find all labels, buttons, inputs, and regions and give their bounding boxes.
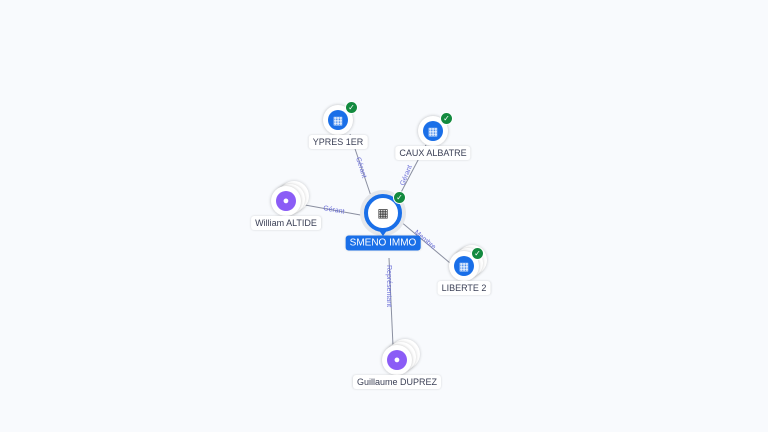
verified-check-icon: ✓ (471, 247, 484, 260)
building-icon: ▦ (328, 110, 348, 130)
building-icon: ▦ (423, 121, 443, 141)
center-company-node[interactable]: ▦ ✓ (364, 191, 406, 232)
node-label[interactable]: YPRES 1ER (308, 135, 368, 149)
company-node-liberte[interactable]: ▦✓ (449, 247, 484, 281)
edge-label: Gérant (354, 156, 367, 179)
company-node-ypres[interactable]: ▦✓ (323, 101, 358, 135)
building-icon: ▦ (377, 206, 389, 220)
edge-label: Représentant (385, 265, 392, 307)
verified-check-icon: ✓ (345, 101, 358, 114)
person-icon: ● (276, 191, 296, 211)
person-node-william[interactable]: ● (271, 186, 301, 216)
pin-pointer (378, 229, 388, 236)
person-icon: ● (387, 350, 407, 370)
edge-label: Gérant (323, 205, 345, 216)
node-label[interactable]: Guillaume DUPREZ (352, 375, 442, 389)
company-node-caux[interactable]: ▦✓ (418, 112, 453, 146)
building-icon: ▦ (454, 256, 474, 276)
node-label[interactable]: LIBERTE 2 (437, 281, 491, 295)
person-node-guillaume[interactable]: ● (382, 345, 412, 375)
edge-label: Gérant (399, 164, 414, 187)
edge-william (304, 204, 367, 217)
center-label[interactable]: SMENO IMMO (345, 235, 421, 251)
node-label[interactable]: CAUX ALBATRE (395, 146, 471, 160)
verified-check-icon: ✓ (440, 112, 453, 125)
edge-liberte (399, 220, 451, 264)
verified-check-icon: ✓ (393, 191, 406, 204)
edge-guillaume (388, 257, 394, 347)
node-label[interactable]: William ALTIDE (251, 216, 321, 230)
